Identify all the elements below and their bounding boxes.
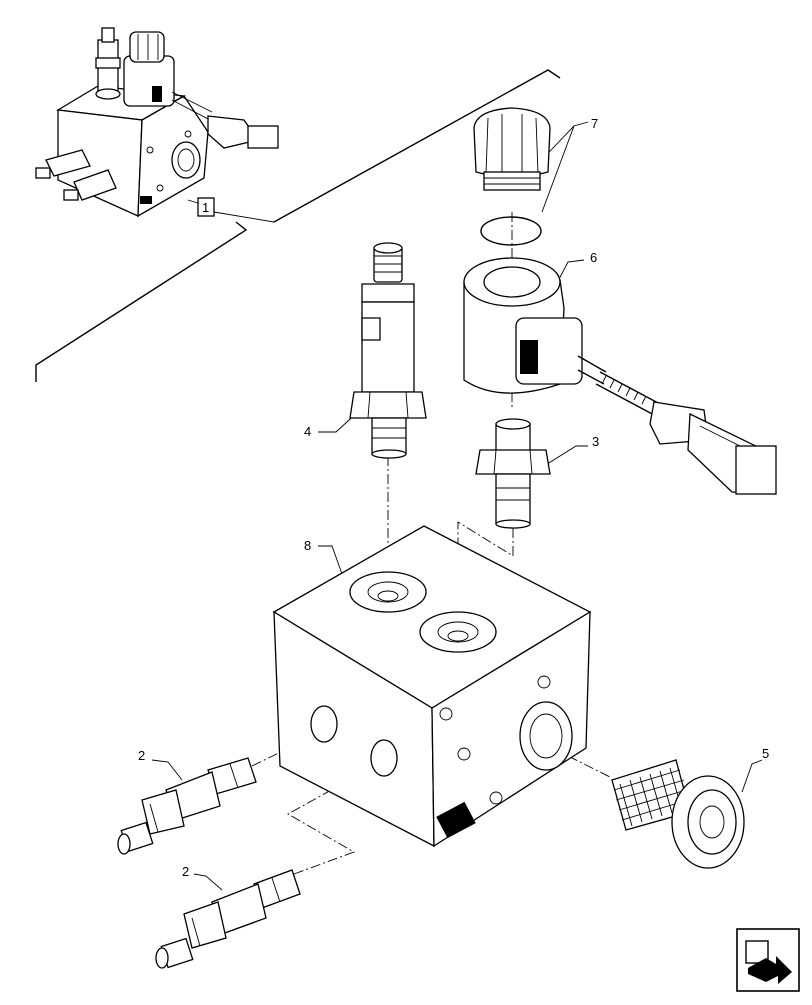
coil-nut-part xyxy=(473,107,551,191)
callout-6: 6 xyxy=(590,250,597,265)
filter-screen-part xyxy=(611,759,745,869)
callout-7: 7 xyxy=(591,116,598,131)
coil-cable xyxy=(595,371,661,417)
callout-8: 8 xyxy=(304,538,311,553)
page-return-arrow-icon xyxy=(736,928,800,992)
callout-1: 1 xyxy=(202,200,209,215)
o-ring-part xyxy=(480,216,542,246)
manifold-block-part xyxy=(272,525,592,848)
valve-cartridge-part xyxy=(349,242,427,459)
solenoid-coil-part xyxy=(463,257,777,495)
fitting-upper-part xyxy=(117,757,257,855)
adapter-part xyxy=(475,418,551,529)
inset-assembly-drawing xyxy=(35,27,561,382)
callout-2-upper: 2 xyxy=(138,748,145,763)
callout-5: 5 xyxy=(762,746,769,761)
page-return-button[interactable] xyxy=(736,928,800,992)
fitting-lower-part xyxy=(155,869,301,969)
callout-3: 3 xyxy=(592,434,599,449)
callout-4: 4 xyxy=(304,424,311,439)
callout-box-1 xyxy=(197,197,215,217)
callout-2-lower: 2 xyxy=(182,864,189,879)
